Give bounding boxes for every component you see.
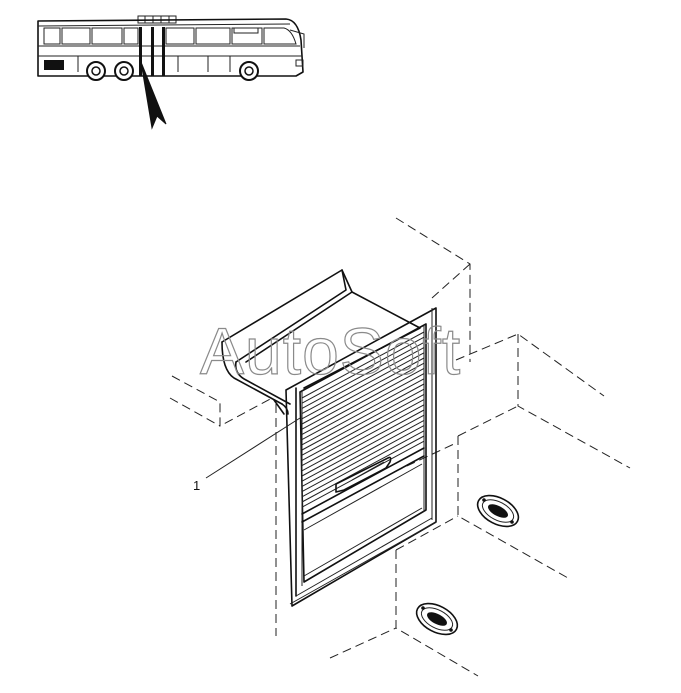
callout-number: 1 [193,478,200,493]
shutter-slat [301,399,425,467]
shutter-slat [301,331,425,399]
shutter-slat [301,373,425,441]
shutter-slat [301,347,425,415]
shutter-slat [301,388,425,456]
bus-wheel [86,61,106,81]
shutter-slat [301,383,425,451]
shutter-slat [301,435,425,503]
shutter-slat [301,430,425,498]
shutter-slat [301,393,425,461]
watermark: AutoSoft [200,314,461,388]
shutter-lower-opening [303,463,423,577]
shutter-slat [301,378,425,446]
shutter-slat [301,352,425,420]
shutter-slat [301,419,425,487]
shutter-slat [301,367,425,435]
wall-outline-upper [169,217,471,427]
shutter-slat [301,425,425,493]
shutter-slat [301,409,425,477]
shutter-slat [301,404,425,472]
shutter-slat [301,362,425,430]
bus-wheel [239,61,259,81]
roller-shutter-slats[interactable] [301,331,425,508]
callout-1[interactable]: 1 [193,417,301,493]
shutter-frame[interactable] [285,307,437,607]
shutter-handle[interactable] [301,447,425,523]
arrow-pointer-icon [140,61,167,130]
bus-wheel [114,61,134,81]
shutter-slat [301,357,425,425]
vent-grille-icon [476,494,520,528]
shutter-slat [301,414,425,482]
shutter-slat [301,341,425,409]
shutter-slat [301,336,425,404]
bus-locator-icon [37,15,305,81]
vent-grille-icon [415,602,459,636]
